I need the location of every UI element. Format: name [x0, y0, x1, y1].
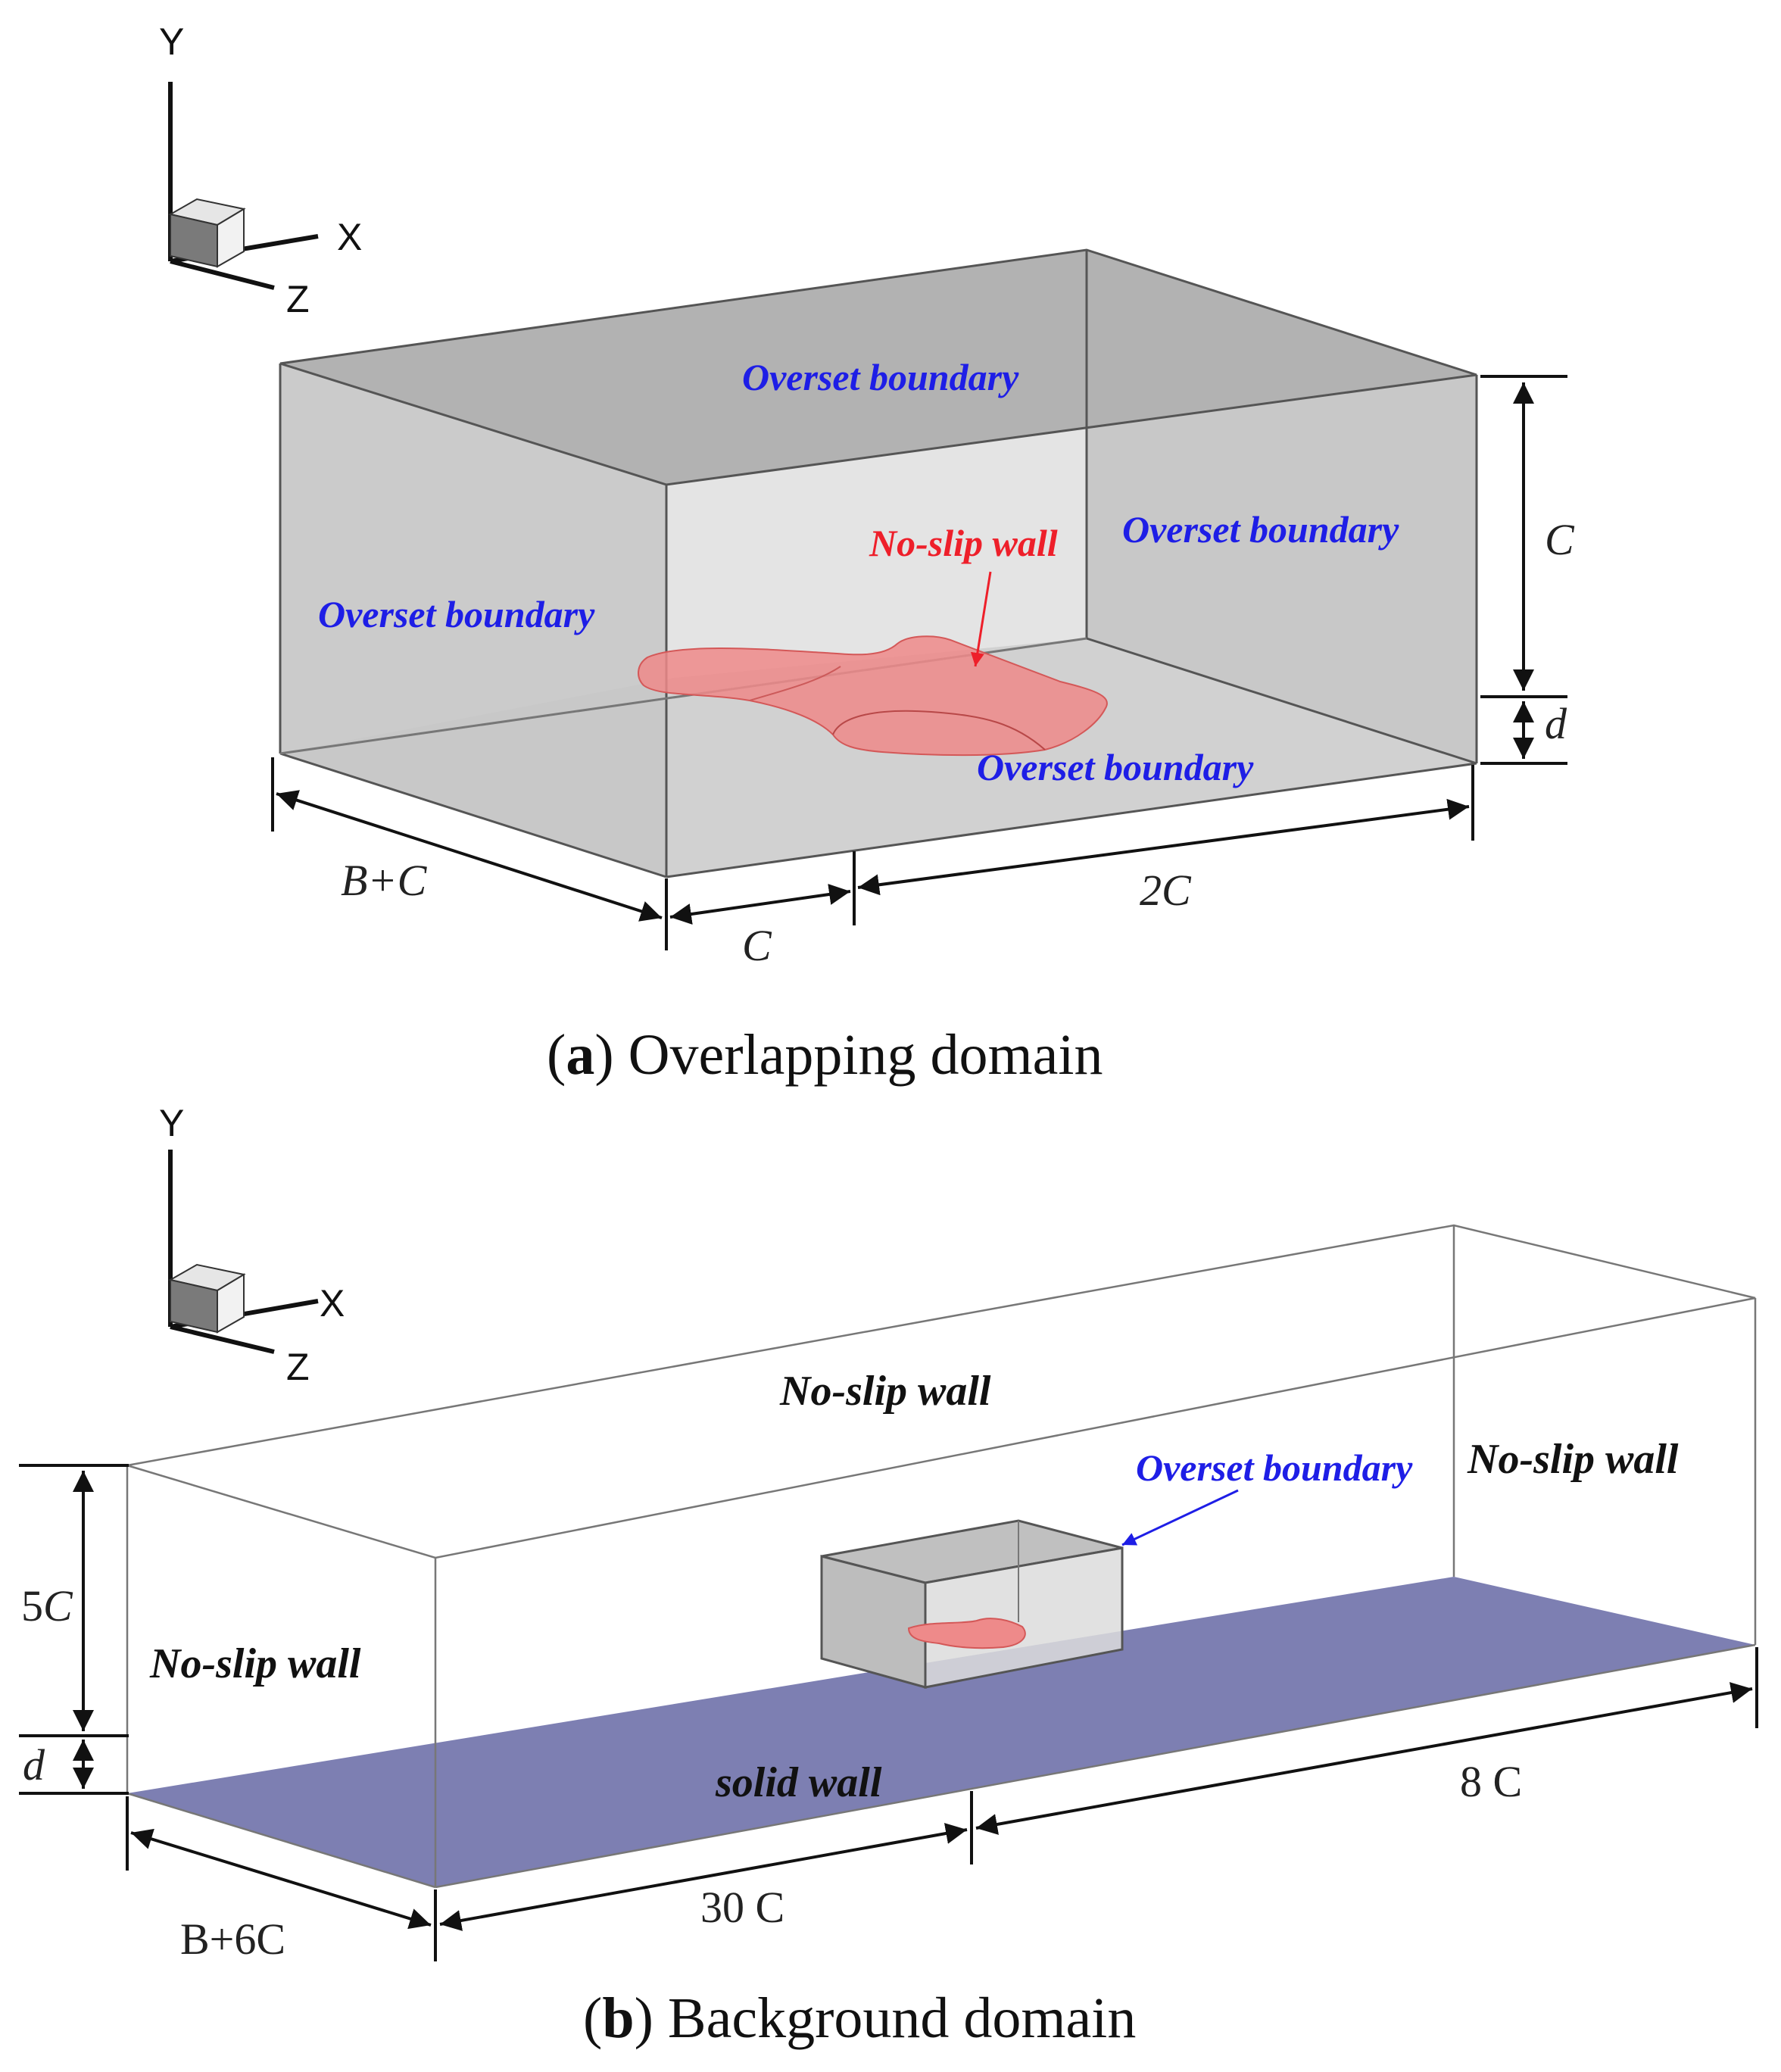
- dim-c-bottom: C: [742, 921, 772, 970]
- dimensions-a: [271, 375, 1567, 950]
- dim-d-a: d: [1545, 699, 1567, 748]
- caption-b: (b) Background domain: [583, 1986, 1136, 2050]
- box-left-face: [280, 364, 666, 877]
- noslip-label-left: No-slip wall: [149, 1640, 361, 1687]
- overset-label-top: Overset boundary: [742, 356, 1019, 398]
- axis-z-label-a: Z: [286, 278, 310, 320]
- no-slip-arrow-a: [970, 571, 992, 667]
- dim-bc: B+C: [341, 856, 428, 905]
- dim-8c: 8 C: [1460, 1757, 1522, 1806]
- noslip-label-right: No-slip wall: [1467, 1436, 1679, 1483]
- overlapping-domain-box: [279, 248, 1478, 878]
- axis-triad-b: Y X Z: [159, 1102, 345, 1388]
- no-slip-label-a: No-slip wall: [869, 522, 1058, 564]
- overset-label-back: Overset boundary: [1122, 508, 1399, 551]
- box-front-face: [666, 375, 1477, 877]
- overset-label-left: Overset boundary: [318, 593, 595, 635]
- overset-label-b: Overset boundary: [1136, 1446, 1413, 1489]
- solid-wall-surface: [127, 1577, 1755, 1887]
- box-top-face: [280, 250, 1477, 485]
- axis-x-label-a: X: [337, 216, 362, 258]
- solid-wall-label: solid wall: [715, 1759, 882, 1806]
- axis-z-label-b: Z: [286, 1346, 310, 1388]
- no-slip-wall-surface: [638, 635, 1108, 757]
- overset-box-b: [820, 1519, 1124, 1689]
- dim-d-b: d: [23, 1740, 45, 1790]
- dim-2c: 2C: [1140, 866, 1192, 915]
- dim-5c: 5C: [21, 1581, 73, 1630]
- axis-y-label-b: Y: [159, 1102, 184, 1144]
- dim-c-vertical: C: [1545, 515, 1575, 564]
- axis-triad-a: Y X Z: [159, 20, 362, 320]
- noslip-label-top: No-slip wall: [779, 1368, 991, 1415]
- overset-label-bottom: Overset boundary: [977, 746, 1254, 788]
- overset-arrow-b: [1121, 1489, 1239, 1546]
- dim-b6c: B+6C: [180, 1914, 285, 1964]
- axis-x-label-b: X: [320, 1282, 345, 1325]
- dimensions-b: [19, 1464, 1758, 1961]
- axis-y-label-a: Y: [159, 20, 184, 63]
- caption-a: (a) Overlapping domain: [547, 1023, 1103, 1087]
- dim-30c: 30 C: [700, 1883, 784, 1932]
